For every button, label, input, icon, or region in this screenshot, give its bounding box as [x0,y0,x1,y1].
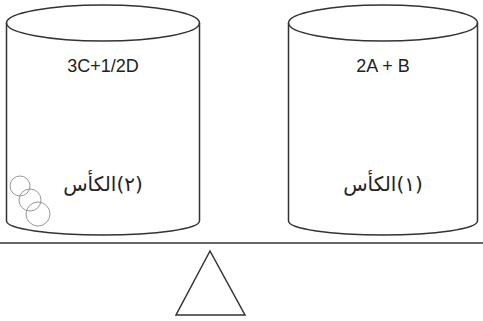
cup-content: 3C+1/2D [5,56,201,77]
scribble-circle [19,189,41,211]
cylinder-outline [287,4,479,236]
cylinder-body [289,23,478,235]
fulcrum-triangle [176,251,245,315]
cylinder-outline [5,4,201,236]
cup-label: (٢)الكأس [5,172,201,196]
balance-beam [0,242,483,244]
cup-cylinder: 3C+1/2D (٢)الكأس [5,4,201,236]
scribble-circle [26,202,50,226]
cylinder-top [7,5,200,41]
cup-content: 2A + B [287,56,479,77]
cylinder-body [7,23,200,235]
scribble-circle [10,176,30,196]
cup-label: (١)الكأس [287,172,479,196]
cylinder-top [289,5,478,41]
cup-cylinder: 2A + B (١)الكأس [287,4,479,236]
